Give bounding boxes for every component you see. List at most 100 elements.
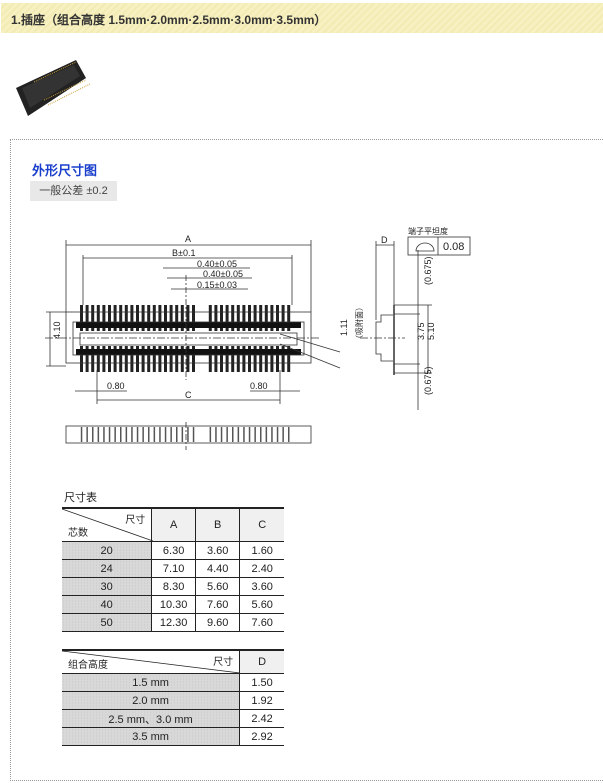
row-label: 40 <box>62 595 152 614</box>
pin <box>259 305 263 331</box>
pin <box>248 305 251 331</box>
row-value: 5.60 <box>194 577 240 596</box>
pin-side <box>148 427 150 442</box>
pin-side <box>187 427 189 442</box>
pin <box>270 346 274 372</box>
suction-face-label: （吸附面） <box>354 303 364 343</box>
pin-side <box>276 427 279 442</box>
pin <box>130 346 134 372</box>
pin-side <box>265 427 268 442</box>
row-label: 3.5 mm <box>62 727 240 746</box>
pin-side <box>108 427 111 442</box>
pin <box>281 305 285 331</box>
dim-111-label: 1.11 <box>339 319 349 336</box>
pin <box>158 346 162 372</box>
pin-row-top <box>76 322 301 328</box>
pin <box>242 305 246 331</box>
row-value: 2.42 <box>239 709 284 728</box>
pin-side <box>254 427 256 442</box>
pin <box>242 346 246 372</box>
pitch2-label: 0.40±0.05 <box>203 269 243 279</box>
corner-bottom-label: 组合高度 <box>68 660 108 671</box>
section-header: 1.插座（组合高度 1.5mm·2.0mm·2.5mm·3.0mm·3.5mm） <box>1 3 603 33</box>
pin <box>180 346 184 372</box>
pin-side <box>282 427 284 442</box>
pin-side <box>192 427 195 442</box>
pin <box>220 305 223 331</box>
row-value: 2.40 <box>239 559 284 578</box>
pin <box>80 305 83 331</box>
pin-side <box>248 427 251 442</box>
dimension-drawing: A B±0.1 0.40±0.05 0.40±0.05 0.15±0.03 4.… <box>45 226 471 450</box>
row-value: 2.92 <box>239 727 284 746</box>
pin <box>152 346 156 372</box>
pin-side <box>260 427 262 442</box>
section-header-title: 1.插座（组合高度 1.5mm·2.0mm·2.5mm·3.0mm·3.5mm） <box>11 13 327 27</box>
row-value: 8.30 <box>151 577 196 596</box>
dim-080-right-label: 0.80 <box>250 381 268 391</box>
pin <box>169 305 173 331</box>
dim-b-label: B±0.1 <box>172 248 195 258</box>
pin-side <box>131 427 133 442</box>
pin <box>220 346 223 372</box>
pin-side <box>86 427 88 442</box>
pin-side <box>114 427 116 442</box>
pin-side <box>120 427 122 442</box>
pin <box>136 305 139 331</box>
pin-side <box>220 427 223 442</box>
pin-side <box>271 427 273 442</box>
pin <box>236 346 240 372</box>
pin <box>102 346 106 372</box>
pin <box>225 346 229 372</box>
outline-drawing-title: 外形尺寸图 <box>32 163 98 178</box>
pin-side <box>159 427 161 442</box>
pin-side <box>92 427 94 442</box>
pin <box>236 305 240 331</box>
row-value: 12.30 <box>151 613 196 632</box>
col-d-header: D <box>239 649 284 674</box>
pin <box>108 305 111 331</box>
pin <box>119 305 123 331</box>
pin <box>253 346 257 372</box>
flatness-label: 端子平坦度 <box>408 226 448 236</box>
pin <box>124 305 128 331</box>
pin <box>158 305 162 331</box>
row-label: 2.0 mm <box>62 691 240 710</box>
dimension-table-caption: 尺寸表 <box>64 492 97 504</box>
pin <box>264 305 268 331</box>
pin <box>130 305 134 331</box>
col-c-header: C <box>239 507 284 542</box>
col-b-header: B <box>194 507 240 542</box>
pin-side <box>243 427 245 442</box>
connector-pins <box>76 305 301 442</box>
pin <box>141 305 145 331</box>
row-value: 3.60 <box>239 577 284 596</box>
pin <box>259 346 263 372</box>
corner-top-label: 尺寸 <box>125 515 146 526</box>
row-value: 1.50 <box>239 673 284 692</box>
pin-side <box>142 427 144 442</box>
pin <box>208 346 212 372</box>
row-value: 5.60 <box>239 595 284 614</box>
pin <box>124 346 128 372</box>
pin <box>96 346 100 372</box>
pin-side <box>237 427 240 442</box>
pin <box>276 346 279 372</box>
pin <box>108 346 111 372</box>
row-value: 4.40 <box>194 559 240 578</box>
pin <box>141 346 145 372</box>
row-value: 7.60 <box>239 613 284 632</box>
pin <box>147 346 151 372</box>
dim-375-label: 3.75 <box>416 322 426 340</box>
pin-row-bottom <box>76 349 301 355</box>
col-a-header: A <box>151 507 196 542</box>
pin <box>85 346 89 372</box>
row-label: 50 <box>62 613 152 632</box>
dim-c-label: C <box>185 390 192 400</box>
